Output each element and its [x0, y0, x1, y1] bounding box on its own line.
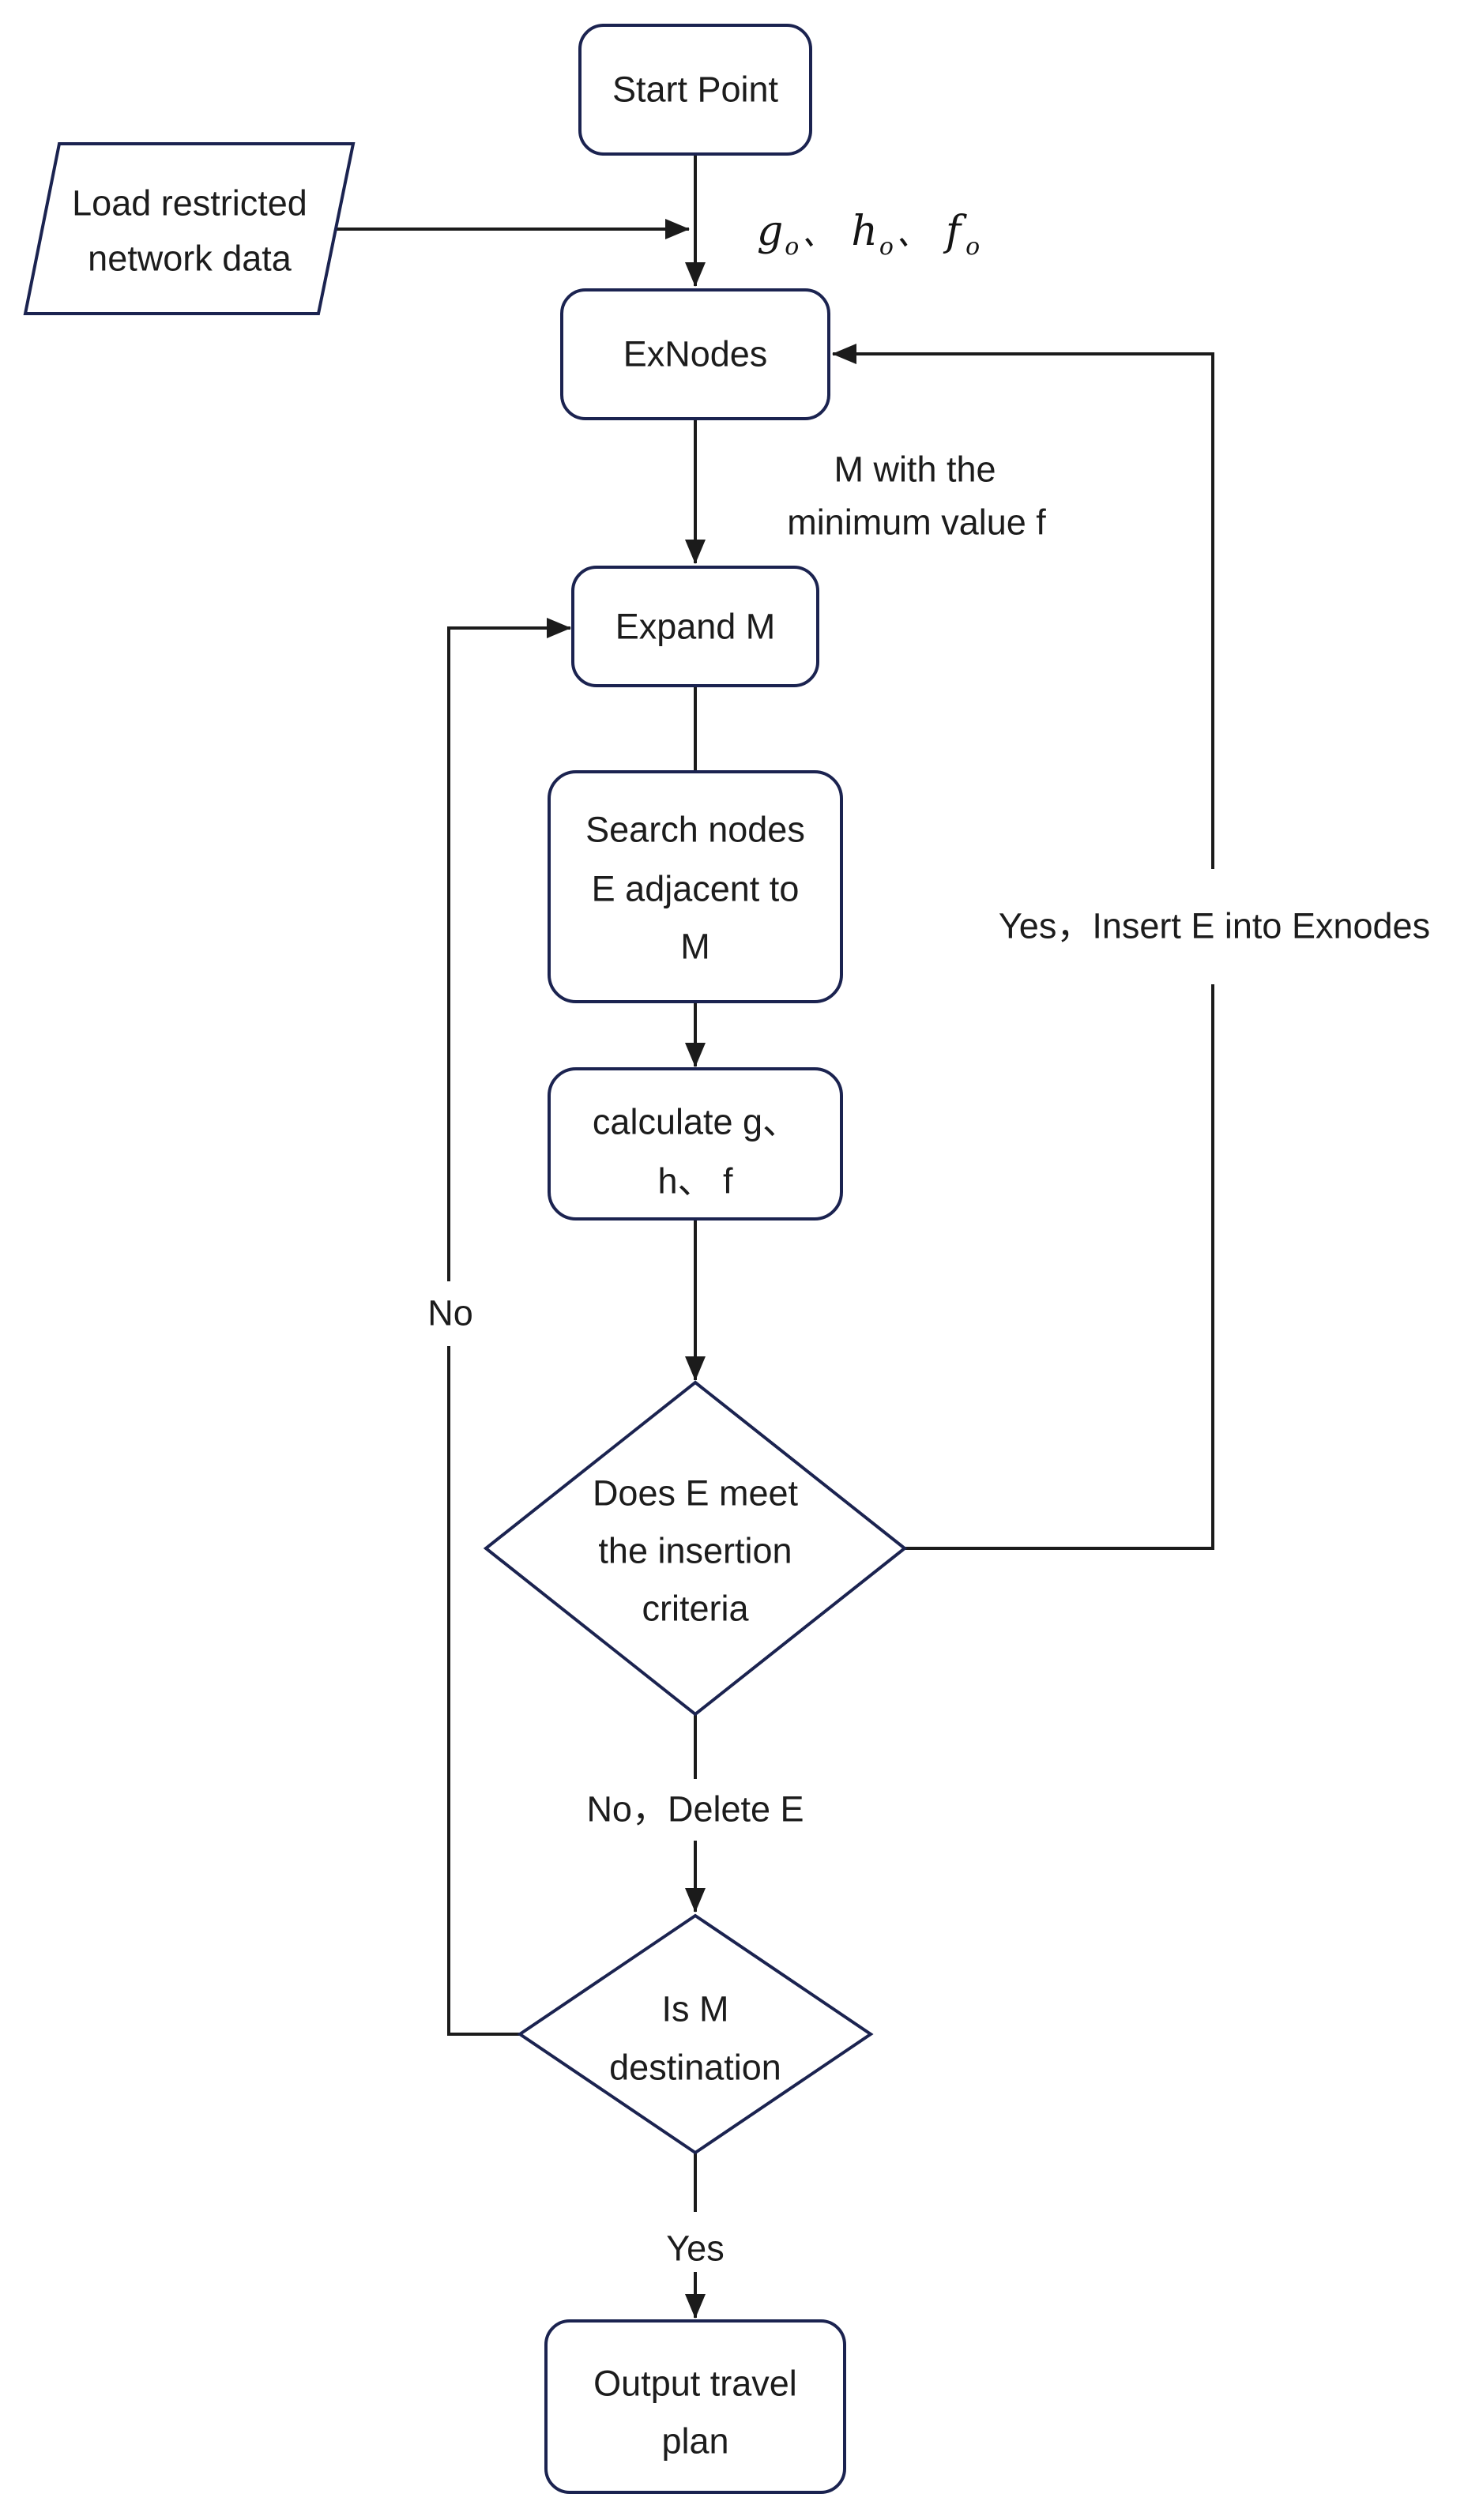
calculate-line-1: calculate g、 — [593, 1102, 798, 1142]
search-adjacent-line-2: E adjacent to — [592, 869, 800, 909]
enumeration-comma: 、 — [802, 216, 834, 253]
start-label: Start Point — [612, 70, 779, 110]
insertion-decision-line-3: criteria — [642, 1589, 749, 1629]
yes-insert-label: Yes，Insert E into Exnodes — [999, 906, 1430, 946]
output-line-1: Output travel — [593, 2364, 797, 2404]
calculate-line-2: h、 f — [657, 1161, 733, 1202]
final-yes-label: Yes — [666, 2229, 724, 2269]
connector-no-loop-upper — [447, 618, 571, 1281]
connector-no-loop-lower — [447, 1346, 520, 2036]
exnodes-label: ExNodes — [623, 334, 768, 374]
math-h: h — [851, 208, 878, 255]
expand-m-node — [571, 566, 819, 687]
insertion-decision-line-2: the insertion — [598, 1531, 792, 1571]
output-line-2: plan — [661, 2421, 728, 2462]
destination-decision-node — [517, 1913, 874, 2155]
enumeration-comma: 、 — [897, 216, 928, 253]
min-f-label-line-1: M with the — [834, 449, 996, 490]
insertion-decision-line-1: Does E meet — [593, 1473, 799, 1514]
load-network-line-1: Load restricted — [72, 183, 307, 224]
search-adjacent-line-1: Search nodes — [585, 810, 805, 850]
load-network-line-2: network data — [88, 239, 292, 279]
connector-yes-loop-upper — [832, 344, 1214, 869]
destination-decision-line-1: Is M — [662, 1989, 729, 2029]
math-g-sub: o — [785, 233, 799, 261]
search-adjacent-node — [548, 770, 843, 1003]
exnodes-node — [560, 288, 830, 420]
search-adjacent-line-3: M — [680, 927, 710, 967]
output-node — [544, 2319, 846, 2494]
min-f-label-line-2: minimum value f — [787, 502, 1046, 543]
calculate-node — [548, 1067, 843, 1221]
loop-no-label: No — [427, 1293, 473, 1333]
load-network-data-node — [23, 142, 356, 315]
expand-m-label: Expand M — [615, 607, 776, 647]
math-f-sub: o — [965, 233, 980, 261]
math-f: f — [943, 208, 967, 255]
math-g: g — [757, 208, 783, 255]
connector-yes-loop-lower — [905, 984, 1214, 1550]
math-h-sub: o — [879, 233, 894, 261]
insertion-decision-node — [483, 1380, 908, 1717]
start-node — [578, 24, 812, 156]
no-delete-label: No，Delete E — [586, 1789, 804, 1830]
destination-decision-line-2: destination — [609, 2048, 781, 2088]
